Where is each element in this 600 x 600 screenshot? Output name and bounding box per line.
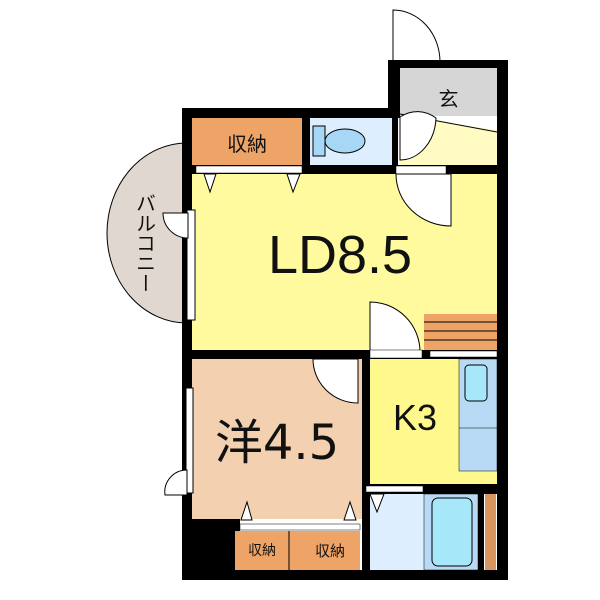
balcony-label: バルコニー [132, 192, 157, 293]
kitchen-label: K3 [392, 396, 438, 438]
storage-bottom-left-label: 収納 [248, 543, 276, 559]
ld-room-label: LD8.5 [267, 225, 413, 285]
entrance-door-swing [392, 9, 441, 63]
western-room-label: 洋4.5 [214, 414, 340, 471]
storage-bottom-right-label: 収納 [314, 541, 345, 560]
entrance-label: 玄 [438, 86, 459, 111]
storage-top-label: 収納 [227, 132, 267, 156]
balcony-area [106, 142, 188, 324]
